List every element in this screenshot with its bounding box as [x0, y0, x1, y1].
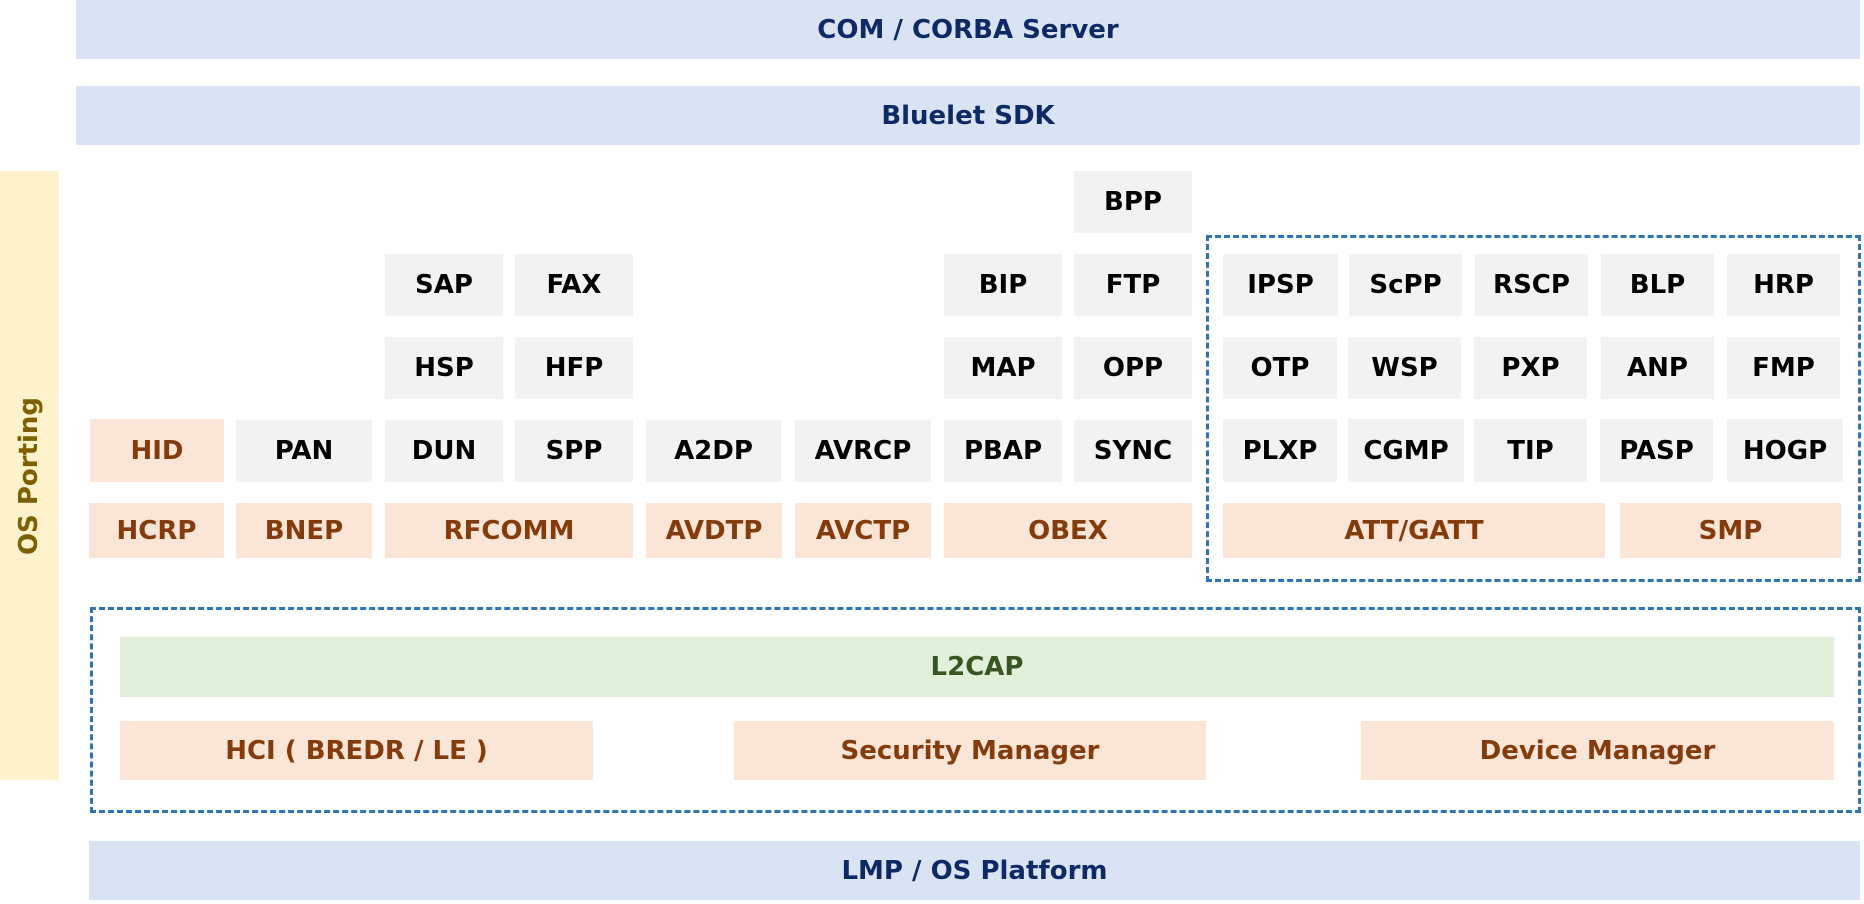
protocol-hcrp: HCRP — [89, 503, 224, 558]
profile-hsp: HSP — [385, 337, 503, 399]
profile-hid: HID — [90, 419, 224, 482]
le-profile-scpp: ScPP — [1349, 254, 1462, 316]
le-profile-cgmp: CGMP — [1348, 419, 1464, 482]
bluelet-sdk-layer: Bluelet SDK — [76, 86, 1860, 145]
profile-pbap: PBAP — [944, 420, 1062, 482]
le-group-border — [1206, 235, 1861, 582]
profile-opp: OPP — [1074, 337, 1192, 399]
profile-sync: SYNC — [1074, 420, 1192, 482]
le-profile-anp: ANP — [1601, 337, 1714, 399]
os-porting-bar: OS Porting — [0, 171, 59, 780]
protocol-avdtp: AVDTP — [646, 503, 782, 558]
le-profile-pxp: PXP — [1474, 337, 1587, 399]
l2cap-layer: L2CAP — [120, 637, 1834, 697]
le-profile-otp: OTP — [1223, 337, 1337, 399]
le-profile-fmp: FMP — [1727, 337, 1840, 399]
core-group-border — [90, 607, 1861, 813]
device-manager: Device Manager — [1361, 721, 1834, 780]
profile-avrcp: AVRCP — [795, 420, 931, 482]
le-profile-pasp: PASP — [1600, 419, 1713, 482]
com-corba-server-layer: COM / CORBA Server — [76, 0, 1860, 59]
le-profile-tip: TIP — [1474, 419, 1587, 482]
profile-bip: BIP — [944, 254, 1062, 316]
protocol-smp: SMP — [1620, 503, 1841, 558]
le-profile-hrp: HRP — [1727, 254, 1840, 316]
lmp-os-platform-layer: LMP / OS Platform — [89, 841, 1860, 900]
protocol-att-gatt: ATT/GATT — [1223, 503, 1605, 558]
os-porting-label: OS Porting — [14, 396, 45, 555]
protocol-rfcomm: RFCOMM — [385, 503, 633, 558]
protocol-bnep: BNEP — [236, 503, 372, 558]
protocol-avctp: AVCTP — [795, 503, 931, 558]
le-profile-rscp: RSCP — [1475, 254, 1588, 316]
le-profile-ipsp: IPSP — [1223, 254, 1338, 316]
profile-fax: FAX — [515, 254, 633, 316]
profile-map: MAP — [944, 337, 1062, 399]
profile-dun: DUN — [385, 420, 503, 482]
profile-bpp: BPP — [1074, 171, 1192, 233]
le-profile-plxp: PLXP — [1223, 419, 1337, 482]
profile-a2dp: A2DP — [646, 420, 781, 482]
profile-sap: SAP — [385, 254, 503, 316]
protocol-obex: OBEX — [944, 503, 1192, 558]
profile-spp: SPP — [515, 420, 633, 482]
hci-layer: HCI ( BREDR / LE ) — [120, 721, 593, 780]
le-profile-hogp: HOGP — [1727, 419, 1843, 482]
le-profile-blp: BLP — [1601, 254, 1714, 316]
security-manager: Security Manager — [734, 721, 1206, 780]
profile-pan: PAN — [236, 420, 372, 482]
profile-hfp: HFP — [515, 337, 633, 399]
le-profile-wsp: WSP — [1348, 337, 1461, 399]
profile-ftp: FTP — [1074, 254, 1192, 316]
